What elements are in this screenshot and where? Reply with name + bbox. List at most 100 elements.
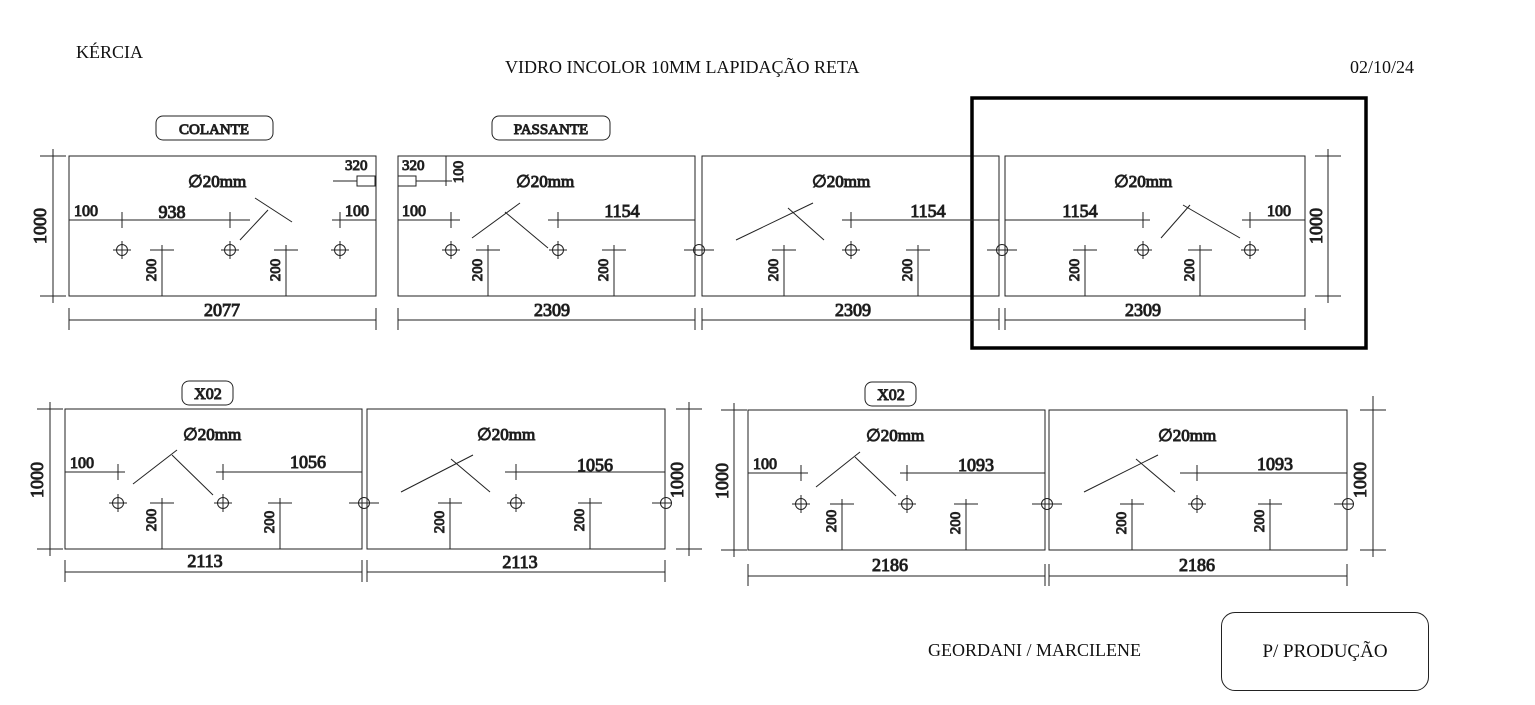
dim-width-2309-b: 2309 <box>835 300 871 320</box>
glass-panel-3 <box>701 155 1000 297</box>
hole-marker <box>214 494 232 512</box>
diagonal <box>787 207 825 241</box>
tag-x02-box <box>864 381 917 407</box>
tag-x02-right: X02 <box>877 387 905 404</box>
hole-marker <box>842 241 860 259</box>
diagonal <box>1135 458 1176 493</box>
dim-200: 200 <box>900 259 916 282</box>
tag-passante: PASSANTE <box>514 122 588 138</box>
dim-200: 200 <box>144 509 160 532</box>
dim-100: 100 <box>402 203 426 220</box>
dim-width-2309-c: 2309 <box>1125 300 1161 320</box>
hole-marker <box>1134 241 1152 259</box>
dim-200: 200 <box>596 259 612 282</box>
dim-1093: 1093 <box>1257 454 1293 474</box>
glass-panel-1 <box>68 155 377 297</box>
hole-label: ∅20mm <box>1114 172 1172 191</box>
dim-938: 938 <box>159 202 186 222</box>
hole-label: ∅20mm <box>1158 426 1216 445</box>
hole-label: ∅20mm <box>188 172 246 191</box>
hole-marker <box>442 241 460 259</box>
dim-320: 320 <box>402 158 425 174</box>
tag-passante-box <box>491 115 611 141</box>
tag-x02-left: X02 <box>194 386 222 403</box>
dim-100: 100 <box>74 203 98 220</box>
diagonal <box>1083 454 1159 493</box>
joint-marker <box>1334 498 1354 510</box>
dim-1056: 1056 <box>290 452 326 472</box>
dim-width-2113-a: 2113 <box>187 551 222 571</box>
dim-width-2309-a: 2309 <box>534 300 570 320</box>
glass-panel-4 <box>1004 155 1306 297</box>
hole-label: ∅20mm <box>866 426 924 445</box>
dim-1154: 1154 <box>910 201 945 221</box>
dim-height: 1000 <box>667 462 687 498</box>
hole-label: ∅20mm <box>183 425 241 444</box>
notch <box>356 175 376 187</box>
hole-marker <box>507 494 525 512</box>
dim-200: 200 <box>1182 259 1198 282</box>
glass-panel-7 <box>747 409 1046 551</box>
dim-1093: 1093 <box>958 455 994 475</box>
dim-100: 100 <box>1267 203 1291 220</box>
diagonal <box>239 209 269 241</box>
joint-marker <box>684 244 714 256</box>
dim-200: 200 <box>1067 259 1083 282</box>
dim-200: 200 <box>470 259 486 282</box>
diagonal <box>1160 204 1191 239</box>
notch <box>397 175 417 187</box>
joint-marker <box>987 244 1017 256</box>
dim-1154: 1154 <box>1062 201 1097 221</box>
dim-width-2186-a: 2186 <box>872 555 908 575</box>
hole-marker <box>331 241 349 259</box>
tag-colante-box <box>155 115 274 141</box>
dim-height-left: 1000 <box>30 208 50 244</box>
dim-width-2077: 2077 <box>204 300 240 320</box>
dim-200: 200 <box>572 509 588 532</box>
diagonal <box>450 458 491 493</box>
joint-marker <box>1032 498 1062 510</box>
diagonal <box>1182 204 1241 239</box>
joint-marker <box>652 497 672 509</box>
hole-marker <box>549 241 567 259</box>
glass-panel-8 <box>1048 409 1348 551</box>
diagonal <box>254 197 293 223</box>
hole-marker <box>898 495 916 513</box>
dim-200: 200 <box>948 512 964 535</box>
hole-marker <box>1188 495 1206 513</box>
hole-label: ∅20mm <box>516 172 574 191</box>
dim-320: 320 <box>345 158 368 174</box>
hole-marker <box>1241 241 1259 259</box>
diagonal <box>471 202 521 239</box>
drawing-date: 02/10/24 <box>1350 57 1415 77</box>
dim-height-right: 1000 <box>1306 208 1326 244</box>
hole-marker <box>113 241 131 259</box>
dim-200: 200 <box>262 511 278 534</box>
dim-height: 1000 <box>1350 462 1370 498</box>
hole-label: ∅20mm <box>477 425 535 444</box>
responsible-names: GEORDANI / MARCILENE <box>928 640 1141 660</box>
diagonal <box>735 202 814 241</box>
dim-200: 200 <box>144 259 160 282</box>
production-stamp: P/ PRODUÇÃO <box>1221 612 1429 691</box>
dim-200: 200 <box>766 259 782 282</box>
dim-height: 1000 <box>712 463 732 499</box>
dim-200: 200 <box>1114 512 1130 535</box>
hole-marker <box>221 241 239 259</box>
dim-200: 200 <box>268 259 284 282</box>
hole-marker <box>792 495 810 513</box>
glass-panel-6 <box>366 408 666 550</box>
dim-100: 100 <box>70 455 94 472</box>
diagonal <box>132 449 178 485</box>
dim-width-2186-b: 2186 <box>1179 555 1215 575</box>
dim-1154: 1154 <box>604 201 639 221</box>
diagonal <box>854 456 897 497</box>
dim-100: 100 <box>451 161 467 184</box>
highlight-box <box>970 96 1368 350</box>
glass-panel-2 <box>397 155 696 297</box>
diagonal <box>171 454 214 496</box>
dim-200: 200 <box>824 510 840 533</box>
diagonal <box>504 211 549 249</box>
dim-100: 100 <box>345 203 369 220</box>
